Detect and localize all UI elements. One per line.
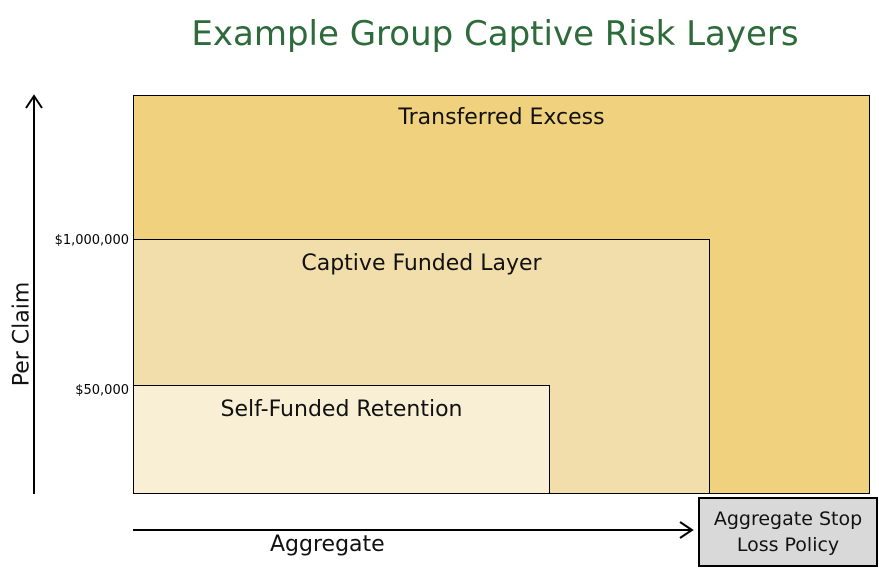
- y-tick-50000: $50,000: [75, 383, 129, 398]
- x-axis-arrowhead: [679, 521, 694, 539]
- y-axis-arrowhead: [25, 94, 43, 109]
- diagram-title: Example Group Captive Risk Layers: [191, 14, 799, 54]
- aggregate-stop-loss-box: Aggregate Stop Loss Policy: [698, 497, 878, 567]
- transferred-excess-label: Transferred Excess: [398, 105, 605, 130]
- stop-loss-line-1: Aggregate Stop: [713, 508, 863, 530]
- self-funded-retention-layer: Self-Funded Retention: [133, 385, 550, 494]
- y-tick-1000000: $1,000,000: [54, 233, 129, 248]
- x-axis-label: Aggregate: [270, 532, 385, 557]
- stop-loss-line-2: Loss Policy: [736, 534, 840, 556]
- y-axis-label: Per Claim: [9, 281, 35, 387]
- captive-funded-label: Captive Funded Layer: [301, 251, 542, 276]
- self-funded-retention-label: Self-Funded Retention: [220, 397, 463, 422]
